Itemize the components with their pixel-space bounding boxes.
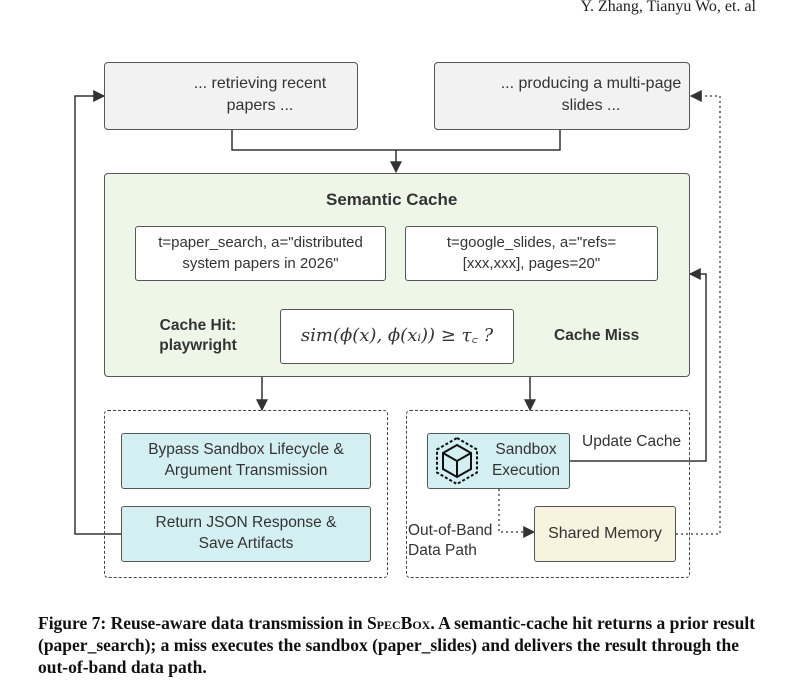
update-cache-label: Update Cache xyxy=(582,433,682,450)
sandbox-execution-label: Sandbox Execution xyxy=(491,441,561,479)
sandbox-cube-icon xyxy=(436,436,478,486)
update-cache-line xyxy=(570,268,707,462)
shared-memory-to-agent-line xyxy=(676,90,721,535)
caption-body: . A semantic-cache hit returns a prior r… xyxy=(38,613,756,677)
caption-prefix: Figure 7: Reuse-aware data transmission … xyxy=(38,613,367,633)
cache-miss-path-group xyxy=(406,410,690,578)
similarity-threshold-formula: sim(ϕ(x), ϕ(xᵢ)) ≥ τ꜀ ? xyxy=(280,309,514,364)
out-of-band-line xyxy=(498,489,536,538)
bypass-sandbox-box: Bypass Sandbox Lifecycle & Argument Tran… xyxy=(121,433,371,489)
agent-retrieving-box xyxy=(104,62,358,130)
cache-entry-paper-search: t=paper_search, a="distributed system pa… xyxy=(135,226,386,281)
shared-memory-box: Shared Memory xyxy=(534,506,676,562)
return-json-box: Return JSON Response & Save Artifacts xyxy=(121,506,371,562)
cache-hit-path-group xyxy=(104,410,388,578)
agent-merge-line xyxy=(231,130,561,151)
cache-entry-google-slides: t=google_slides, a="refs=[xxx,xxx], page… xyxy=(405,226,658,281)
cache-hit-label: Cache Hit: playwright xyxy=(159,317,237,355)
cache-miss-label: Cache Miss xyxy=(554,327,640,344)
running-header: Y. Zhang, Tianyu Wo, et. al xyxy=(580,0,756,15)
agent-slides-box xyxy=(434,62,690,130)
return-to-agent-line xyxy=(74,90,121,535)
semantic-cache-title: Semantic Cache xyxy=(326,190,458,209)
sandbox-execution-box: Sandbox Execution xyxy=(427,433,570,489)
agent-slides-text: ... producing a multi-page slides ... xyxy=(500,75,682,114)
figure-caption: Figure 7: Reuse-aware data transmission … xyxy=(38,612,762,678)
agent-retrieving-text: ... retrieving recent papers ... xyxy=(193,75,327,114)
out-of-band-label: Out-of-Band Data Path xyxy=(408,522,493,560)
caption-system-name: SpecBox xyxy=(366,613,431,633)
